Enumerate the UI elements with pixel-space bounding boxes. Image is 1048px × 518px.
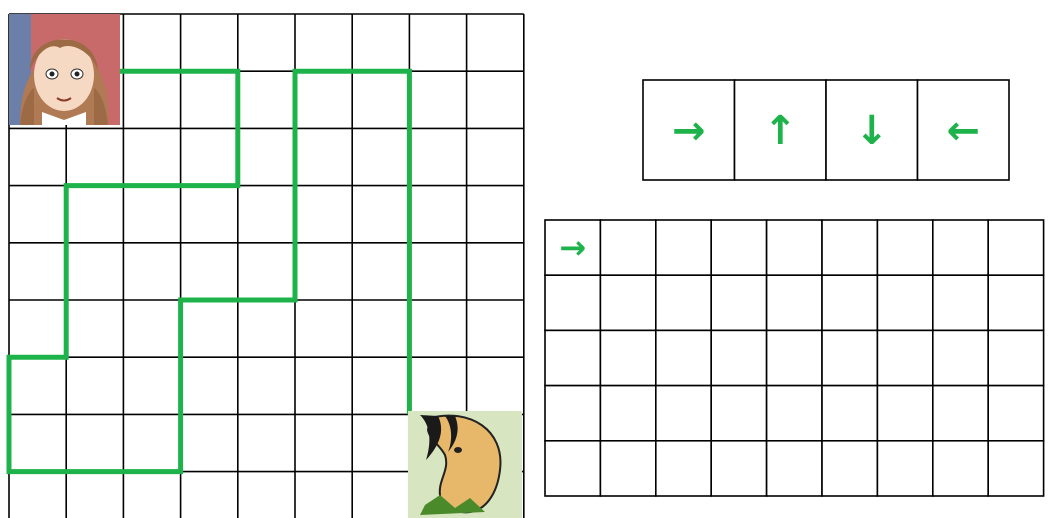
answer-cell[interactable] bbox=[933, 330, 988, 385]
answer-cell[interactable] bbox=[656, 330, 711, 385]
answer-arrow-icon: → bbox=[559, 229, 586, 267]
answer-cell[interactable] bbox=[600, 330, 655, 385]
answer-cell[interactable] bbox=[545, 386, 600, 441]
answer-cell[interactable] bbox=[877, 330, 932, 385]
answer-cell[interactable] bbox=[988, 441, 1043, 496]
answer-grid: → bbox=[545, 220, 1044, 496]
solution-path bbox=[9, 71, 409, 471]
answer-cell[interactable] bbox=[988, 220, 1043, 275]
answer-cell[interactable] bbox=[767, 330, 822, 385]
answer-cell[interactable] bbox=[711, 275, 766, 330]
answer-cell[interactable] bbox=[822, 330, 877, 385]
arrow-down-icon: ↓ bbox=[855, 108, 889, 154]
answer-cell[interactable] bbox=[877, 386, 932, 441]
answer-cell[interactable] bbox=[767, 441, 822, 496]
answer-cell[interactable] bbox=[656, 386, 711, 441]
answer-cell[interactable] bbox=[545, 441, 600, 496]
answer-cell[interactable] bbox=[600, 275, 655, 330]
answer-cell[interactable] bbox=[877, 220, 932, 275]
answer-cell[interactable] bbox=[545, 275, 600, 330]
answer-cell[interactable] bbox=[933, 275, 988, 330]
answer-cell[interactable] bbox=[988, 275, 1043, 330]
answer-cell[interactable] bbox=[600, 220, 655, 275]
answer-cell[interactable] bbox=[545, 330, 600, 385]
answer-cell[interactable] bbox=[988, 386, 1043, 441]
arrow-legend: → ↑ ↓ ← bbox=[643, 80, 1009, 180]
answer-cell[interactable] bbox=[656, 275, 711, 330]
arrow-left-icon: ← bbox=[946, 108, 980, 154]
answer-cell[interactable] bbox=[988, 330, 1043, 385]
horse-picture bbox=[408, 411, 522, 518]
answer-cell[interactable] bbox=[822, 275, 877, 330]
answer-cell[interactable] bbox=[656, 220, 711, 275]
answer-cell[interactable] bbox=[933, 441, 988, 496]
answer-cell[interactable] bbox=[711, 386, 766, 441]
answer-cell[interactable] bbox=[600, 386, 655, 441]
answer-cell[interactable] bbox=[822, 441, 877, 496]
answer-cell[interactable] bbox=[767, 275, 822, 330]
answer-cell[interactable] bbox=[822, 220, 877, 275]
girl-avatar bbox=[9, 14, 120, 125]
answer-cell[interactable] bbox=[822, 386, 877, 441]
answer-cell[interactable] bbox=[600, 441, 655, 496]
answer-cell[interactable] bbox=[767, 386, 822, 441]
path-line bbox=[9, 71, 409, 471]
answer-cell[interactable] bbox=[877, 275, 932, 330]
answer-cell[interactable] bbox=[711, 220, 766, 275]
answer-cell[interactable] bbox=[877, 441, 932, 496]
arrow-right-icon: → bbox=[672, 108, 706, 154]
answer-cell[interactable] bbox=[656, 441, 711, 496]
answer-cell[interactable] bbox=[933, 386, 988, 441]
answer-cell[interactable] bbox=[711, 330, 766, 385]
arrow-up-icon: ↑ bbox=[763, 108, 797, 154]
answer-cell[interactable] bbox=[767, 220, 822, 275]
answer-cell[interactable] bbox=[711, 441, 766, 496]
answer-cell[interactable] bbox=[933, 220, 988, 275]
